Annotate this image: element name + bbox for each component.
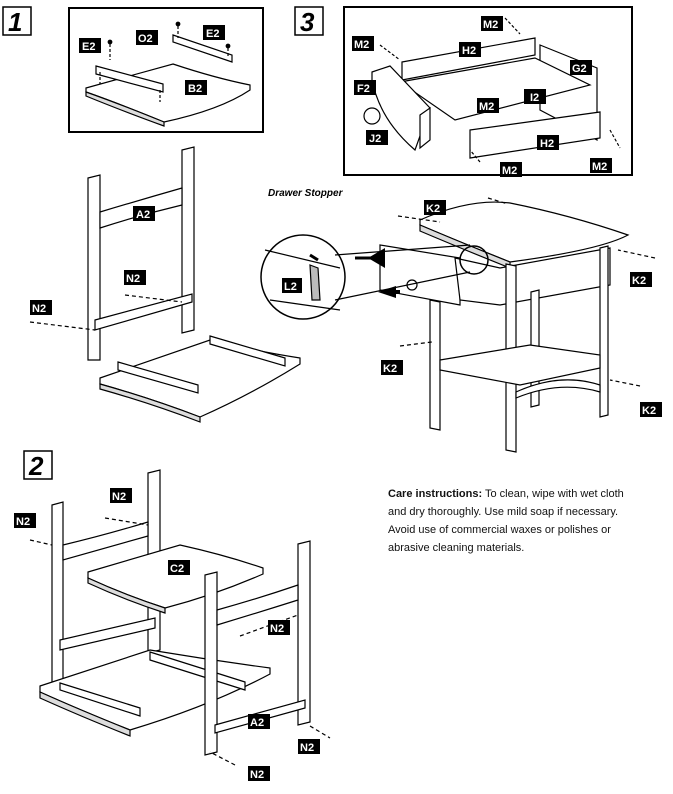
step-1-panel	[68, 7, 264, 133]
label-h2: H2	[462, 45, 476, 57]
e2-slat-left	[95, 65, 164, 93]
base-panel	[99, 339, 301, 418]
drawer-back	[401, 37, 536, 81]
label-h2: H2	[540, 138, 554, 150]
care-text: To clean, wipe with wet cloth and dry th…	[388, 488, 624, 554]
label-n2: N2	[16, 516, 30, 528]
knob-j2	[363, 107, 381, 125]
label-k2: K2	[632, 275, 646, 287]
step-1-box	[2, 6, 32, 36]
label-n2: N2	[112, 491, 126, 503]
a2-post-right	[181, 146, 195, 334]
e2-slat-right	[172, 34, 233, 63]
label-k2: K2	[383, 363, 397, 375]
label-m2: M2	[354, 39, 369, 51]
label-b2: B2	[188, 83, 202, 95]
l2-stopper	[309, 264, 321, 301]
c2-shelf	[87, 544, 264, 609]
label-m2: M2	[483, 19, 498, 31]
callouts: E2 O2 E2 B2 A2 N2 N2 M2 M2 H2 G2 F2 M2 I…	[14, 16, 662, 781]
label-m2: M2	[479, 101, 494, 113]
label-g2: G2	[572, 63, 587, 75]
step-3-number: 3	[300, 7, 315, 37]
drawer-stopper-caption: Drawer Stopper	[268, 188, 344, 199]
label-a2: A2	[250, 717, 264, 729]
label-c2: C2	[170, 563, 184, 575]
leg-back-right	[599, 245, 609, 418]
label-m2: M2	[502, 165, 517, 177]
stopper-detail-circle	[260, 234, 346, 320]
label-n2: N2	[270, 623, 284, 635]
care-title: Care instructions:	[388, 488, 483, 500]
drawer-front-h2	[469, 111, 601, 159]
label-e2: E2	[82, 41, 95, 53]
step-2-box	[23, 450, 53, 480]
step-1-number: 1	[8, 7, 22, 37]
step-3-panel	[343, 6, 633, 176]
lower-shelf	[439, 344, 601, 386]
label-n2: N2	[32, 303, 46, 315]
label-f2: F2	[357, 83, 370, 95]
a2-rail-bottom	[94, 293, 193, 331]
drawer-bottom	[398, 57, 592, 121]
label-k2: K2	[642, 405, 656, 417]
label-o2: O2	[138, 33, 153, 45]
label-n2: N2	[126, 273, 140, 285]
label-e2: E2	[206, 28, 219, 40]
label-l2: L2	[284, 281, 297, 293]
apron	[454, 247, 611, 306]
label-n2: N2	[300, 742, 314, 754]
label-k2: K2	[426, 203, 440, 215]
a2-post-left	[87, 174, 101, 361]
label-i2: I2	[530, 92, 539, 104]
leg-front-left	[429, 299, 441, 431]
label-m2: M2	[592, 161, 607, 173]
care-instructions: Care instructions: To clean, wipe with w…	[388, 485, 638, 557]
step-3-box	[294, 6, 324, 36]
label-n2: N2	[250, 769, 264, 781]
label-j2: J2	[369, 133, 381, 145]
step-2-number: 2	[28, 451, 44, 481]
label-a2: A2	[136, 209, 150, 221]
